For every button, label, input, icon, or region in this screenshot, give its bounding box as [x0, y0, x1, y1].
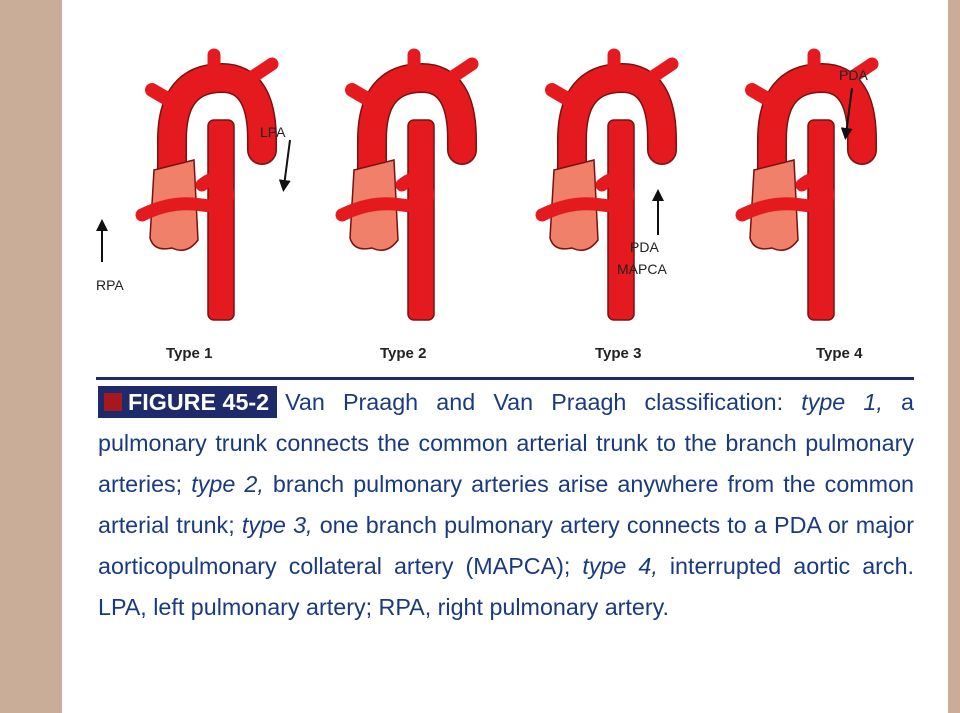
label-mapca: MAPCA — [617, 261, 667, 277]
caption-type-term: type 2, — [191, 471, 264, 497]
caption-text: Van Praagh and Van Praagh classification… — [98, 389, 914, 620]
figure-caption: FIGURE 45-2 Van Praagh and Van Praagh cla… — [98, 382, 914, 628]
caption-type-term: type 4, — [582, 553, 658, 579]
figure-number-badge: FIGURE 45-2 — [98, 386, 278, 418]
caption-segment: a pulmonary trunk connects the common ar… — [98, 389, 914, 497]
label-lpa: LPA — [260, 124, 286, 140]
type-label-4: Type 4 — [816, 345, 863, 362]
arrow-pda-top — [840, 87, 853, 140]
caption-segment: one branch pulmonary artery connects to … — [98, 512, 915, 579]
type-label-1: Type 1 — [166, 345, 213, 362]
caption-segment: Van Praagh and Van Praagh classification… — [285, 389, 802, 415]
truncus-arteriosus-figure: LPA RPA PDA MAPCA PDA — [96, 0, 948, 345]
arrow-lpa — [278, 139, 291, 192]
type-label-3: Type 3 — [595, 345, 642, 362]
caption-type-term: type 1, — [801, 389, 883, 415]
page: LPA RPA PDA MAPCA PDA Type 1 Type 2 Type… — [62, 0, 948, 713]
caption-type-term: type 3, — [241, 512, 313, 538]
caption-segment: interrupted aortic arch. LPA, left pulmo… — [98, 553, 915, 620]
label-pda-mid: PDA — [630, 239, 659, 255]
diagram-type-1 — [142, 55, 272, 320]
diagram-type-2 — [342, 55, 472, 320]
diagram-type-4 — [742, 55, 872, 320]
label-pda-top: PDA — [839, 67, 868, 83]
caption-rule — [96, 377, 914, 380]
caption-segment: branch pulmonary arteries arise anywhere… — [98, 471, 915, 538]
type-label-2: Type 2 — [380, 345, 427, 362]
label-rpa: RPA — [96, 277, 124, 293]
diagram-type-3 — [542, 55, 672, 320]
